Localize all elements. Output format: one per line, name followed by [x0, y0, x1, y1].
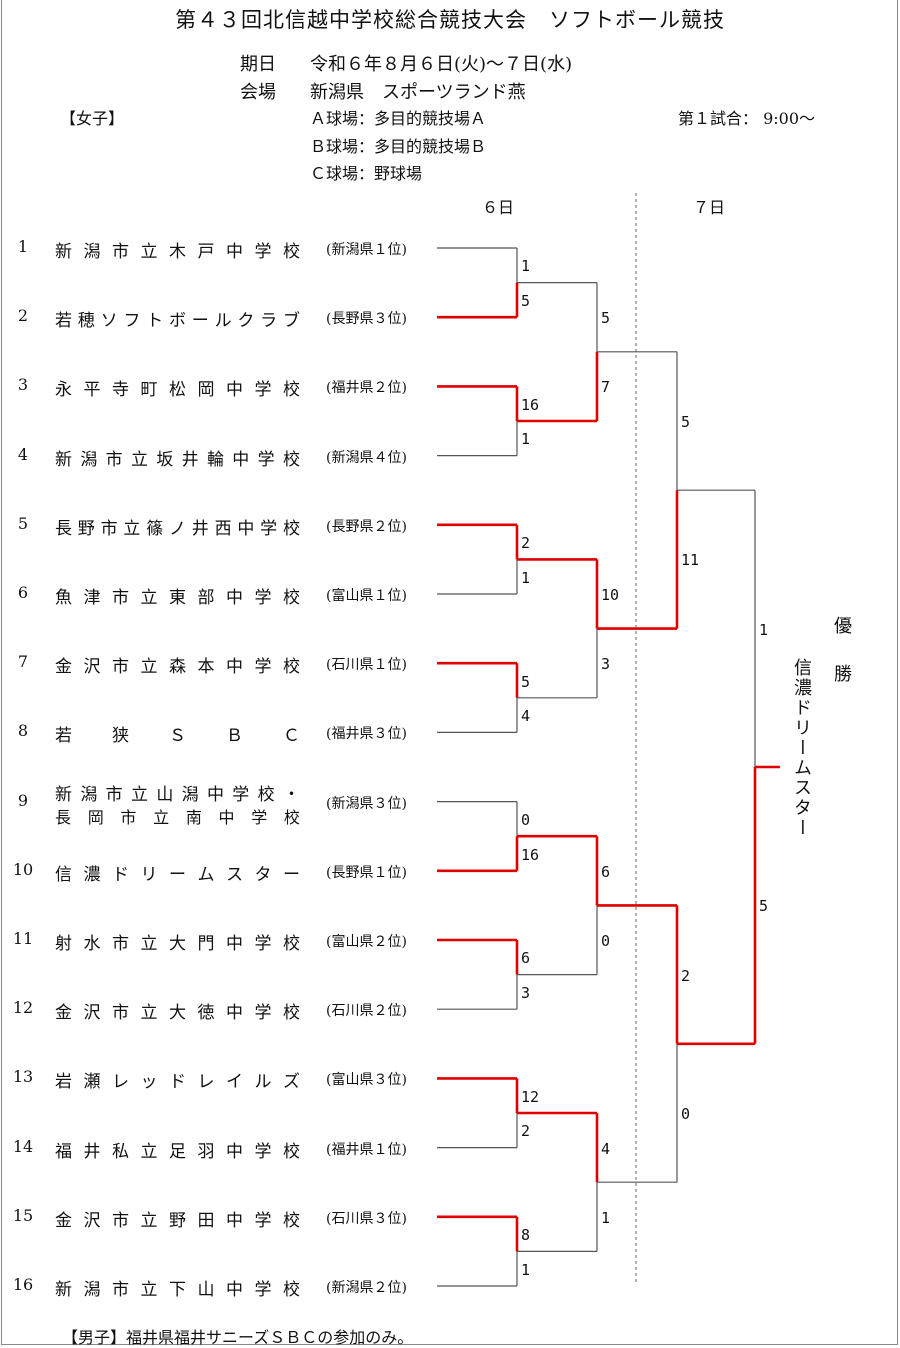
team-number: 15: [12, 1205, 34, 1225]
team-name: 射水市立大門中学校: [55, 934, 300, 954]
champion-name: 信濃ドリームスター: [791, 658, 812, 838]
score-label: 10: [601, 586, 620, 604]
score-label: 1: [521, 257, 531, 276]
score-label: 4: [521, 707, 531, 726]
team-name: 新潟市立山潟中学校・: [55, 784, 300, 805]
team-qualification: (長野県３位): [326, 311, 407, 328]
team-name: 長岡市立南中学校: [55, 807, 300, 827]
score-label: 5: [521, 291, 531, 310]
score-label: 16: [521, 395, 540, 414]
court-c: Ｃ球場：野球場: [310, 164, 423, 183]
team-name: 新潟市立下山中学校: [55, 1280, 300, 1300]
score-label: 2: [681, 966, 691, 985]
team-number: 11: [12, 929, 34, 948]
score-label: 0: [601, 932, 611, 950]
score-label: 5: [601, 309, 611, 328]
team-number: 1: [17, 237, 29, 256]
team-qualification: (富山県２位): [326, 934, 407, 950]
team-number: 7: [17, 652, 29, 672]
court-a: Ａ球場：多目的競技場Ａ: [310, 109, 487, 128]
team-name: 永平寺町松岡中学校: [55, 380, 300, 401]
score-label: 7: [601, 378, 611, 397]
score-label: 1: [601, 1208, 611, 1227]
score-label: 4: [601, 1139, 611, 1158]
day-label-6: ６日: [482, 198, 515, 217]
score-label: 16: [521, 845, 540, 864]
score-label: 0: [681, 1105, 691, 1123]
team-name: 金沢市立大徳中学校: [55, 1003, 300, 1024]
page-title: 第４３回北信越中学校総合競技大会 ソフトボール競技: [175, 8, 725, 32]
footnote: 【男子】福井県福井サニーズＳＢＣの参加のみ。: [62, 1328, 414, 1347]
score-label: 1: [759, 620, 769, 639]
team-name: 金沢市立森本中学校: [55, 657, 300, 678]
score-label: 5: [759, 897, 769, 916]
team-name: 福井私立足羽中学校: [55, 1141, 300, 1162]
score-label: 1: [521, 568, 531, 587]
team-number: 14: [12, 1136, 34, 1156]
champion-label: 優 勝: [831, 616, 852, 688]
team-qualification: (石川県３位): [326, 1210, 407, 1227]
score-label: 5: [681, 413, 691, 431]
team-number: 13: [12, 1067, 34, 1087]
score-label: 2: [521, 1122, 531, 1141]
team-qualification: (新潟県２位): [326, 1280, 407, 1296]
team-qualification: (石川県２位): [326, 1003, 407, 1020]
score-label: 6: [521, 949, 531, 968]
team-number: 8: [17, 721, 29, 741]
team-number: 16: [12, 1275, 34, 1294]
score-label: 6: [601, 862, 611, 881]
score-label: 8: [521, 1226, 531, 1245]
team-qualification: (長野県１位): [326, 864, 407, 881]
team-qualification: (石川県１位): [326, 657, 407, 674]
team-name: 若穂ソフトボールクラブ: [55, 311, 300, 332]
team-name: 新潟市立木戸中学校: [55, 242, 300, 262]
venue-label: 会場: [240, 82, 276, 103]
team-qualification: (福井県３位): [326, 726, 407, 743]
team-name: 魚津市立東部中学校: [55, 588, 300, 608]
team-qualification: (長野県２位): [326, 518, 407, 535]
team-qualification: (富山県１位): [326, 588, 407, 604]
score-label: 12: [521, 1087, 540, 1106]
division-label: 【女子】: [60, 109, 125, 128]
score-label: 11: [681, 551, 700, 570]
team-name: 金沢市立野田中学校: [55, 1210, 300, 1231]
first-match-time: 第１試合： 9:00～: [678, 109, 816, 128]
team-number: 3: [17, 375, 29, 395]
team-name: 長野市立篠ノ井西中学校: [55, 518, 300, 539]
team-number: 9: [17, 790, 29, 810]
team-qualification: (富山県３位): [326, 1072, 407, 1089]
score-label: 0: [521, 810, 531, 829]
date-value: 令和６年８月６日(火)～７日(水): [310, 54, 573, 75]
court-b: Ｂ球場：多目的競技場Ｂ: [310, 137, 487, 156]
team-number: 2: [17, 306, 29, 326]
team-qualification: (福井県１位): [326, 1141, 407, 1158]
team-qualification: (新潟県４位): [326, 449, 407, 466]
date-label: 期日: [240, 54, 276, 75]
team-qualification: (福井県２位): [326, 380, 407, 397]
venue-value: 新潟県 スポーツランド燕: [310, 82, 526, 103]
team-name: 岩瀬レッドレイルズ: [55, 1072, 300, 1093]
team-number: 12: [12, 998, 34, 1018]
team-number: 10: [12, 859, 34, 879]
score-label: 1: [521, 430, 531, 449]
team-qualification: (新潟県３位): [326, 795, 407, 812]
score-label: 3: [601, 655, 611, 674]
score-label: 1: [521, 1260, 531, 1279]
score-label: 5: [521, 672, 531, 691]
day-label-7: ７日: [693, 198, 726, 217]
team-name: 信濃ドリームスター: [55, 864, 300, 885]
team-name: 新潟市立坂井輪中学校: [55, 449, 300, 470]
score-label: 3: [521, 983, 531, 1002]
score-label: 2: [521, 534, 531, 553]
team-number: 5: [17, 513, 29, 533]
team-qualification: (新潟県１位): [326, 242, 407, 258]
team-number: 4: [17, 444, 29, 464]
team-number: 6: [17, 583, 29, 602]
